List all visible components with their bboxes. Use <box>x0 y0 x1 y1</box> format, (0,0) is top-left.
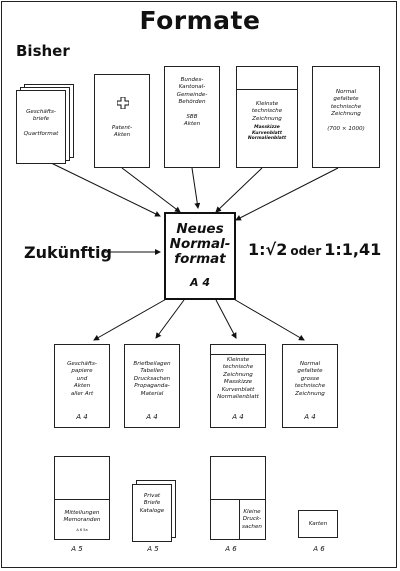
text-neues-normalformat: Neues Normal- format <box>169 221 231 267</box>
arrow-3 <box>191 167 201 209</box>
text-mitteilungen: Mitteilungen Memoranden <box>63 510 101 524</box>
arrow-5 <box>235 167 339 221</box>
fold-line <box>237 89 297 90</box>
box-neues-normalformat: Neues Normal- format A 4 <box>164 212 236 300</box>
text-kleinste-sub: Masskizze Kurvenblatt Normalienblatt <box>247 125 287 142</box>
arrow-6 <box>93 297 169 341</box>
text-briefbeilagen: Briefbeilagen Tabellen Drucksachen Propa… <box>133 361 171 397</box>
ratio-sqrt2: 1:√2 <box>248 240 288 259</box>
size-geschaeftspapiere: A 4 <box>76 413 88 421</box>
fold-line <box>55 499 109 500</box>
poster-title: Formate <box>139 6 261 35</box>
box-briefbeilagen: Briefbeilagen Tabellen Drucksachen Propa… <box>124 344 180 428</box>
text-mitteilungen-small: A 6 5a <box>76 528 88 532</box>
box-kleinste-technische: Kleinste technische Zeichnung Masskizze … <box>210 344 266 428</box>
box-patent-akten: Patent- Akten <box>94 74 150 168</box>
text-normal-gefaltet: Normal gefaltete technische Zeichnung (7… <box>327 89 365 133</box>
text-geschaeftspapiere: Geschäfts- papiere und Akten aller Art <box>67 361 97 397</box>
fold-line <box>211 499 265 500</box>
box-grosse-zeichnung: Normal gefaltete grosse technische Zeich… <box>282 344 338 428</box>
box-normal-gefaltet: Normal gefaltete technische Zeichnung (7… <box>312 66 380 168</box>
text-karten: Karten <box>308 521 328 527</box>
label-zukunft: Zukünftig <box>24 243 112 262</box>
box-kleinste-zeichnung: Kleinste technische Zeichnung Masskizze … <box>236 66 298 168</box>
size-kleine-drucksachen: A 6 <box>225 545 237 553</box>
arrow-7 <box>155 299 185 339</box>
fold-line <box>211 354 265 355</box>
ratio-decimal: 1:1,41 <box>324 240 382 259</box>
fold-line-vertical <box>239 499 240 539</box>
box-kleine-drucksachen: Kleine Druck- sachen <box>210 456 266 540</box>
arrow-2 <box>121 167 181 213</box>
box-geschaeftspapiere: Geschäfts- papiere und Akten aller Art A… <box>54 344 110 428</box>
ratio-oder: oder <box>290 244 322 258</box>
size-briefbeilagen: A 4 <box>146 413 158 421</box>
text-kleinste-zeichnung: Kleinste technische Zeichnung <box>251 101 283 122</box>
size-privat-briefe: A 5 <box>147 545 159 553</box>
text-privat-briefe: Privat Briefe Kataloge <box>139 493 165 514</box>
size-karten: A 6 <box>313 545 325 553</box>
box-privat-briefe: Privat Briefe Kataloge <box>132 484 172 542</box>
text-center-size: A 4 <box>190 276 210 289</box>
box-mitteilungen: Mitteilungen Memoranden A 6 5a <box>54 456 110 540</box>
arrow-8 <box>215 299 237 339</box>
arrow-9 <box>231 297 305 341</box>
box-geschaeftsbriefe: Geschäfts- briefe Quartformat <box>16 90 66 164</box>
label-bisher: Bisher <box>16 42 70 60</box>
text-kleine-drucksachen: Kleine Druck- sachen <box>242 509 262 530</box>
arrow-1 <box>44 159 161 217</box>
text-grosse-zeichnung: Normal gefaltete grosse technische Zeich… <box>294 361 326 397</box>
arrow-4 <box>215 167 263 213</box>
text-kleinste-technische: Kleinste technische Zeichnung Masskizze … <box>217 357 259 401</box>
box-behoerden: Bundes- Kantonal- Gemeinde- Behörden SBB… <box>164 66 220 168</box>
text-geschaeftsbriefe: Geschäfts- briefe Quartformat <box>23 109 59 138</box>
box-karten: Karten <box>298 510 338 538</box>
size-mitteilungen: A 5 <box>71 545 83 553</box>
swiss-cross-icon <box>117 97 129 109</box>
size-kleinste-technische: A 4 <box>232 413 244 421</box>
size-grosse-zeichnung: A 4 <box>304 413 316 421</box>
text-patent-akten: Patent- Akten <box>111 125 133 139</box>
text-behoerden: Bundes- Kantonal- Gemeinde- Behörden SBB… <box>176 77 208 128</box>
